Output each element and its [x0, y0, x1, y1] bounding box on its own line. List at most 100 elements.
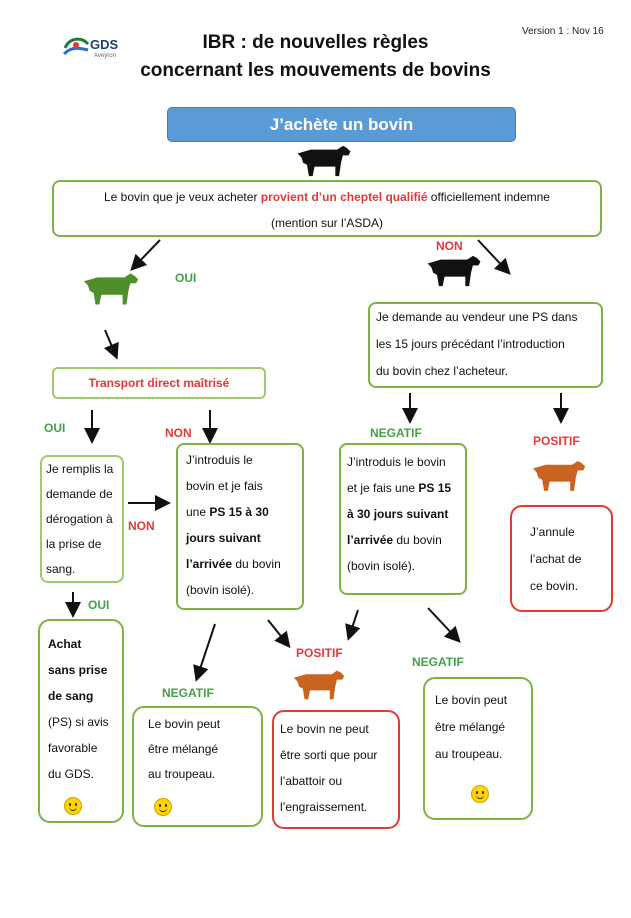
- cow-icon-green: [83, 273, 139, 305]
- question-line2: (mention sur l’ASDA): [270, 216, 384, 230]
- seller-ps-line3: du bovin chez l’acheteur.: [376, 364, 509, 378]
- derogation-line3: dérogation à: [46, 512, 113, 526]
- slaughter-line1: Le bovin ne peut: [280, 722, 369, 736]
- achat-line3-b: de sang: [48, 689, 94, 703]
- banner-label: J’achète un bovin: [269, 115, 414, 134]
- label-negatif-left: NEGATIF: [162, 686, 214, 700]
- arrow-mid-positif: [267, 619, 291, 649]
- label-positif-mid: POSITIF: [296, 646, 343, 660]
- mix-left-line2: être mélangé: [148, 742, 219, 756]
- introduce-mid-line1: J’introduis le: [186, 453, 253, 467]
- box-introduce-mid: J’introduis le bovin et je fais une PS 1…: [176, 443, 304, 610]
- box-purchase-no-blood: Achat sans prise de sang (PS) si avis fa…: [38, 619, 124, 823]
- achat-line3: de sang: [48, 683, 114, 709]
- introduce-right-line5: (bovin isolé).: [347, 559, 416, 573]
- arrow-greencow-to-transport: [103, 329, 119, 360]
- arrow-mid-negatif: [193, 623, 216, 682]
- achat-line4: (PS) si avis: [48, 715, 109, 729]
- box-cancel-purchase: J’annule l’achat de ce bovin.: [510, 505, 613, 612]
- transport-label: Transport direct maîtrisé: [88, 376, 230, 390]
- label-non-top: NON: [436, 239, 463, 253]
- introduce-right-line4: l’arrivée du bovin: [347, 527, 459, 553]
- mix-left-line3: au troupeau.: [148, 767, 216, 781]
- cow-icon-brown-right: [532, 461, 586, 491]
- achat-line6: du GDS.: [48, 767, 95, 781]
- box-transport-direct: Transport direct maîtrisé: [52, 367, 266, 399]
- introduce-mid-line4-b: jours suivant: [186, 531, 261, 545]
- mix-right-line2: être mélangé: [435, 720, 506, 734]
- slaughter-line2: être sorti que pour: [280, 748, 378, 762]
- mix-right-line3: au troupeau.: [435, 747, 503, 761]
- cow-icon-black-top: [297, 145, 351, 177]
- gds-logo: GDS Aveyron: [62, 34, 122, 62]
- arrow-right-negatif: [427, 607, 461, 643]
- box-derogation: Je remplis la demande de dérogation à la…: [40, 455, 124, 583]
- slaughter-line4: l’engraissement.: [280, 800, 368, 814]
- gds-logo-text: GDS: [90, 37, 119, 52]
- gds-logo-subtext: Aveyron: [94, 53, 116, 59]
- achat-line1: Achat: [48, 631, 114, 657]
- box-slaughter-only: Le bovin ne peut être sorti que pour l’a…: [272, 710, 400, 829]
- introduce-right-line3: à 30 jours suivant: [347, 501, 459, 527]
- cow-icon-brown-mid: [293, 670, 345, 700]
- cancel-line2: l’achat de: [530, 552, 582, 566]
- cancel-line3: ce bovin.: [530, 579, 579, 593]
- slaughter-line3: l’abattoir ou: [280, 774, 343, 788]
- smiley-icon: [154, 798, 172, 816]
- label-oui-left: OUI: [44, 421, 66, 435]
- question-text-before: Le bovin que je veux acheter: [104, 190, 261, 204]
- box-introduce-right: J’introduis le bovin et je fais une PS 1…: [339, 443, 467, 595]
- box-mix-herd-left: Le bovin peut être mélangé au troupeau.: [132, 706, 263, 827]
- page-title-line2: concernant les mouvements de bovins: [140, 60, 491, 81]
- question-highlight: provient d’un cheptel qualifié: [260, 190, 428, 204]
- achat-line5: favorable: [48, 741, 98, 755]
- label-negatif-right: NEGATIF: [370, 426, 422, 440]
- introduce-right-line4-a: l’arrivée: [347, 533, 394, 547]
- introduce-right-line2: et je fais une PS 15: [347, 475, 459, 501]
- seller-ps-line2: les 15 jours précédant l’introduction: [376, 337, 565, 351]
- cow-icon-black-right: [427, 255, 481, 287]
- label-oui-bottom: OUI: [88, 598, 110, 612]
- label-non-side: NON: [128, 519, 155, 533]
- smiley-icon: [64, 797, 82, 815]
- question-line1: Le bovin que je veux acheter provient d’…: [54, 184, 600, 210]
- introduce-mid-line2: bovin et je fais: [186, 479, 263, 493]
- introduce-mid-line5-a: l’arrivée: [186, 557, 233, 571]
- derogation-line4: la prise de: [46, 537, 102, 551]
- achat-line2: sans prise: [48, 657, 114, 683]
- arrow-top-to-oui: [130, 239, 161, 271]
- introduce-mid-line4: jours suivant: [186, 525, 294, 551]
- seller-ps-line1: Je demande au vendeur une PS dans: [376, 310, 578, 324]
- arrow-right-positif: [345, 609, 361, 641]
- introduce-mid-line5-b: du bovin: [232, 557, 281, 571]
- label-oui-top: OUI: [175, 271, 197, 285]
- introduce-mid-line5: l’arrivée du bovin: [186, 551, 294, 577]
- arrow-top-to-non: [477, 239, 511, 275]
- introduce-right-line2-a: et je fais une: [347, 481, 419, 495]
- page-title-line1: IBR : de nouvelles règles: [202, 32, 429, 53]
- box-seller-ps: Je demande au vendeur une PS dans les 15…: [368, 302, 603, 388]
- cancel-line1: J’annule: [530, 525, 575, 539]
- label-positif-right: POSITIF: [533, 434, 580, 448]
- label-negatif-bottom-right: NEGATIF: [412, 655, 464, 669]
- gds-logo-icon: [62, 37, 90, 56]
- achat-line2-b: sans prise: [48, 663, 108, 677]
- achat-line1-b: Achat: [48, 637, 82, 651]
- derogation-line1: Je remplis la: [46, 462, 114, 476]
- smiley-icon: [471, 785, 489, 803]
- introduce-right-line2-b: PS 15: [418, 481, 452, 495]
- derogation-line5: sang.: [46, 562, 76, 576]
- introduce-mid-line3: une PS 15 à 30: [186, 499, 294, 525]
- label-non-mid: NON: [165, 426, 192, 440]
- version-label: Version 1 : Nov 16: [522, 26, 604, 37]
- introduce-right-line4-b: du bovin: [393, 533, 442, 547]
- introduce-mid-line6: (bovin isolé).: [186, 583, 255, 597]
- question-box-qualified-herd: Le bovin que je veux acheter provient d’…: [52, 180, 602, 237]
- question-text-after: officiellement indemne: [427, 190, 550, 204]
- introduce-mid-line3-b: PS 15 à 30: [209, 505, 269, 519]
- introduce-right-line3-b: à 30 jours suivant: [347, 507, 449, 521]
- box-mix-herd-right: Le bovin peut être mélangé au troupeau.: [423, 677, 533, 820]
- mix-left-line1: Le bovin peut: [148, 717, 221, 731]
